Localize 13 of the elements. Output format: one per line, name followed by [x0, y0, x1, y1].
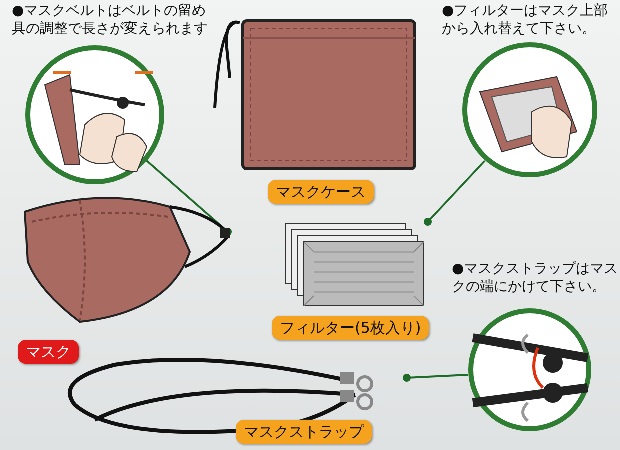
- leader-line: [146, 160, 232, 236]
- name-tag: マスクケース: [268, 180, 374, 204]
- leader-line: [424, 160, 486, 226]
- name-tag: マスク: [18, 340, 79, 364]
- note-text: ●フィルターはマスク上部から入れ替えて下さい。: [442, 2, 610, 38]
- name-tag: フィルター(5枚入り): [272, 316, 430, 340]
- filter-insert-closeup-drawing: [462, 42, 598, 178]
- name-tag: マスクストラップ: [236, 420, 372, 444]
- note-text: ●マスクストラップはマスクの端にかけて下さい。: [452, 260, 620, 296]
- strap-hook-closeup-drawing: [468, 308, 592, 432]
- strap-adjuster-closeup-drawing: [25, 45, 165, 185]
- leader-line: [403, 374, 468, 382]
- note-text: ●マスクベルトはベルトの留め具の調整で長さが変えられます: [12, 2, 209, 38]
